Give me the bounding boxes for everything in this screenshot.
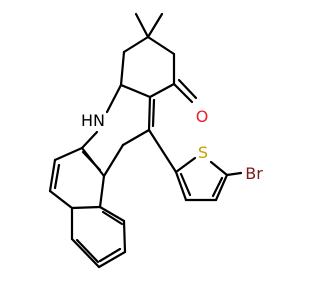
- bond: [102, 143, 125, 178]
- bond: [48, 189, 74, 210]
- bond: [53, 146, 84, 162]
- bond: [148, 82, 176, 99]
- bond: [211, 176, 224, 198]
- bond: [209, 160, 229, 177]
- bond: [146, 12, 164, 39]
- bond: [98, 247, 122, 263]
- bond: [177, 78, 198, 100]
- bond: [81, 150, 102, 172]
- bromine-label: Br: [245, 164, 263, 183]
- bond: [122, 219, 127, 254]
- sulfur-label: S: [198, 143, 208, 162]
- bond: [147, 95, 152, 132]
- bond: [121, 128, 151, 147]
- bond: [174, 170, 188, 202]
- bond: [98, 205, 126, 223]
- bond: [174, 156, 197, 174]
- bond: [172, 82, 194, 104]
- bond: [80, 130, 99, 150]
- bond: [75, 238, 100, 264]
- bond: [119, 83, 152, 99]
- nitrogen-hydrogen-label: H: [81, 111, 93, 130]
- bond: [225, 171, 243, 177]
- atom-labels: N H O S Br: [81, 107, 263, 183]
- bond: [122, 35, 150, 54]
- oxygen-label: O: [196, 107, 209, 126]
- structure-diagram: N H O S Br: [48, 12, 263, 269]
- bond: [146, 35, 176, 56]
- bond: [214, 173, 229, 202]
- bond: [147, 128, 178, 174]
- bond: [70, 205, 102, 210]
- bond: [101, 210, 124, 226]
- bond: [48, 158, 57, 193]
- bond: [105, 83, 123, 114]
- bond: [98, 174, 106, 209]
- bonds: [48, 12, 243, 269]
- molecule-canvas: N H O S Br: [48, 12, 263, 269]
- bond: [97, 250, 127, 269]
- nitrogen-label: N: [93, 111, 105, 130]
- bond: [134, 12, 150, 39]
- bond: [53, 163, 61, 190]
- bond: [70, 237, 101, 269]
- bond: [151, 98, 156, 128]
- bond: [119, 50, 126, 87]
- bond: [179, 172, 192, 197]
